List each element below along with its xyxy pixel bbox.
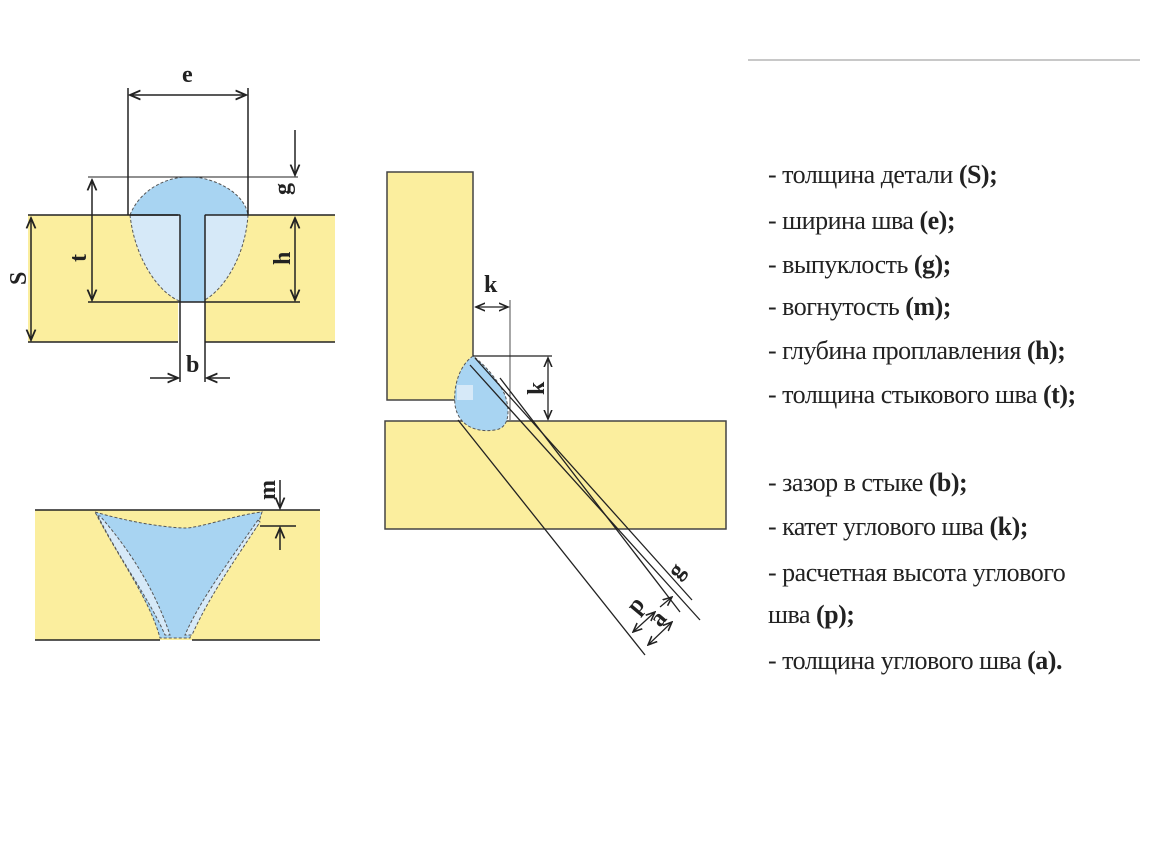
butt-joint-figure: e g t h S b — [6, 62, 335, 382]
label-b: b — [186, 352, 199, 378]
label-m: m — [255, 480, 281, 500]
label-k-horizontal: k — [484, 272, 498, 298]
top-divider — [748, 59, 1140, 61]
legend-text: - глубина проплавления — [768, 336, 1027, 365]
legend-item: шва (p); — [768, 600, 855, 629]
label-h: h — [270, 252, 296, 265]
legend-symbol: (a). — [1027, 646, 1062, 675]
legend-text: - катет углового шва — [768, 512, 990, 541]
legend-symbol: (k); — [989, 512, 1028, 541]
legend-item: - расчетная высота углового — [768, 558, 1066, 587]
legend-symbol: (g); — [913, 250, 951, 279]
legend-item: - выпуклость (g); — [768, 252, 951, 278]
concave-joint-figure: m — [35, 480, 320, 641]
legend-symbol: (t); — [1043, 380, 1076, 409]
legend-text: - ширина шва — [768, 206, 920, 235]
legend-item: - толщина стыкового шва (t); — [768, 382, 1076, 408]
legend-text: - зазор в стыке — [768, 468, 929, 497]
label-a: a — [645, 606, 673, 632]
label-e: e — [182, 62, 193, 88]
label-S: S — [6, 272, 32, 285]
legend-item: - катет углового шва (k); — [768, 514, 1028, 540]
legend-text: шва — [768, 600, 816, 629]
legend-text: - толщина детали — [768, 160, 959, 189]
legend-symbol: (e); — [919, 206, 955, 235]
legend-text: - расчетная высота углового — [768, 558, 1066, 587]
fillet-weld — [454, 355, 509, 432]
label-k-vertical: k — [524, 381, 550, 395]
legend-item: - вогнутость (m); — [768, 294, 951, 320]
legend-symbol: (S); — [958, 160, 998, 189]
legend-symbol: (b); — [928, 468, 968, 497]
legend-item: - толщина детали (S); — [768, 160, 998, 189]
legend-item: - ширина шва (e); — [768, 208, 955, 234]
legend-item: - толщина углового шва (a). — [768, 648, 1062, 674]
legend-text: - толщина стыкового шва — [768, 380, 1043, 409]
label-t: t — [66, 254, 92, 262]
label-g: g — [270, 183, 296, 195]
fillet-joint-figure: k k p a g — [384, 171, 727, 656]
legend-item: - глубина проплавления (h); — [768, 336, 1066, 365]
label-g-fillet: g — [663, 558, 691, 584]
legend-text: - выпуклость — [768, 250, 914, 279]
legend-item: - зазор в стыке (b); — [768, 468, 968, 497]
legend-symbol: (p); — [816, 600, 855, 629]
legend-text: - вогнутость — [768, 292, 906, 321]
legend-text: - толщина углового шва — [768, 646, 1028, 675]
legend-symbol: (m); — [905, 292, 951, 321]
legend-symbol: (h); — [1026, 336, 1066, 365]
